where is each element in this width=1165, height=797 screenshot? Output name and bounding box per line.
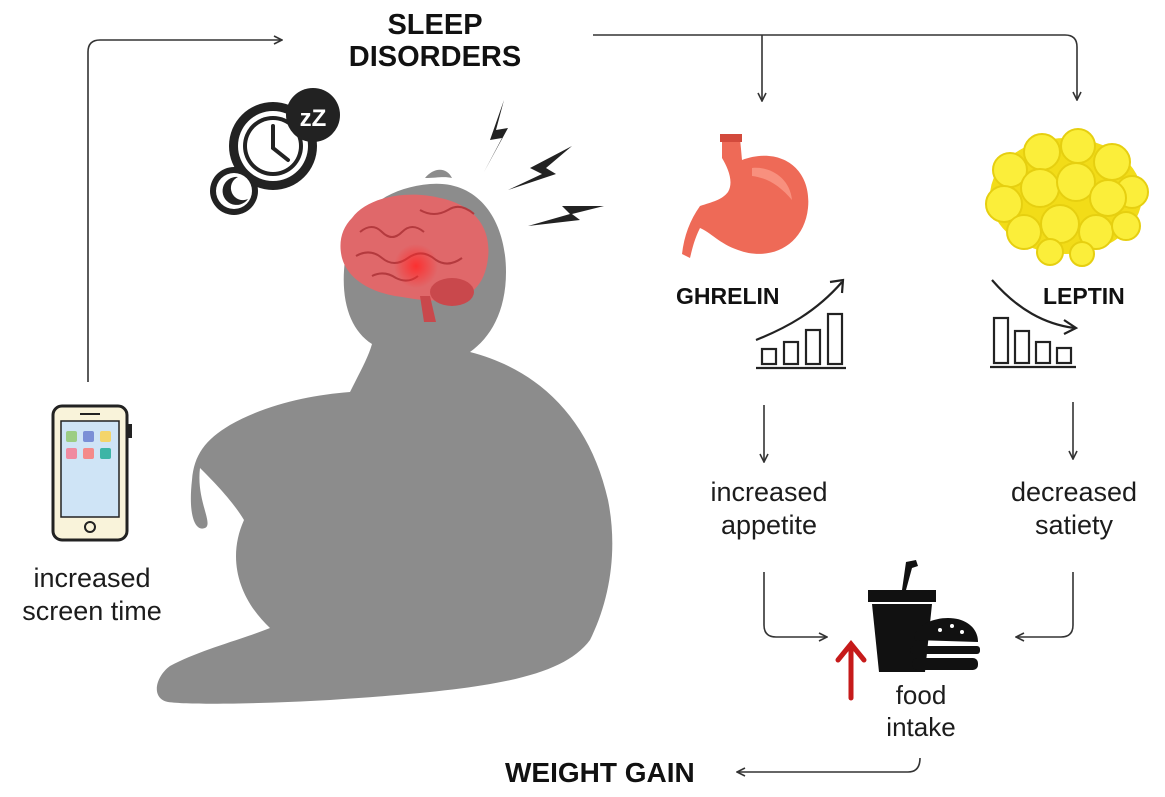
arrow-food-to-weight: [737, 757, 921, 772]
stomach-icon: [682, 134, 809, 258]
lightning-icon: [484, 100, 604, 226]
smartphone-icon: [51, 404, 132, 542]
sleep-disorders-title-line2: DISORDERS: [348, 41, 522, 73]
fat-cells-icon: [985, 128, 1149, 267]
up-arrow-icon: [835, 640, 867, 701]
sleep-zzz-icon: zZ: [286, 88, 340, 142]
falling-bar-chart-icon: [990, 279, 1079, 369]
arrow-sleep-to-hormones: [593, 34, 1077, 100]
weight-gain-label: WEIGHT GAIN: [505, 757, 695, 788]
connector-arrows: [87, 34, 1077, 772]
arrow-satiety-to-food: [1016, 572, 1074, 637]
child-silhouette: [156, 169, 613, 704]
arrow-appetite-to-food: [763, 572, 827, 637]
ghrelin-label: GHRELIN: [676, 283, 780, 309]
moon-icon: [210, 167, 258, 215]
brain-icon: [340, 194, 489, 322]
rising-bar-chart-icon: [755, 278, 846, 370]
fast-food-icon: [868, 560, 980, 672]
sleep-disorders-title: SLEEP: [387, 9, 483, 41]
arrow-screen-to-sleep: [87, 40, 282, 382]
leptin-label: LEPTIN: [1043, 283, 1125, 309]
svg-text:zZ: zZ: [300, 105, 327, 132]
